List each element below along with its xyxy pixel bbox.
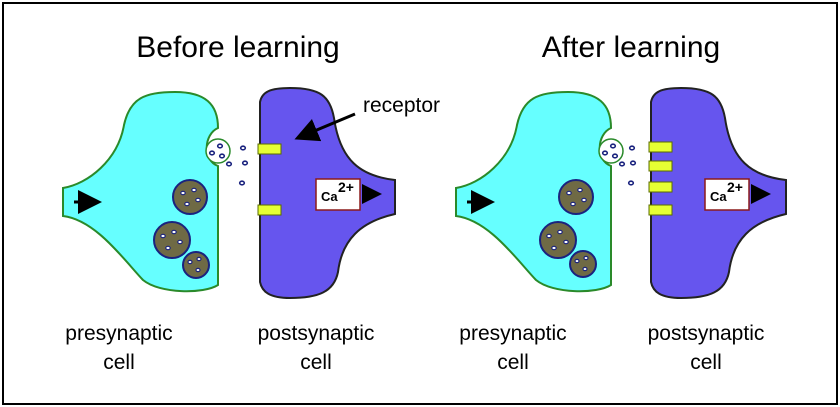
postsynaptic-label-line1: postsynaptic — [258, 322, 375, 345]
presynaptic-label-line2: cell — [103, 351, 135, 374]
panel-before-learning: Before learning — [62, 31, 440, 374]
calcium-charge: 2+ — [727, 179, 743, 195]
panel-title-after: After learning — [542, 31, 720, 64]
release-pocket — [598, 138, 624, 164]
presynaptic-label-line1: presynaptic — [65, 322, 172, 345]
calcium-charge: 2+ — [338, 179, 354, 195]
vesicle — [539, 221, 577, 259]
postsynaptic-label-line2: cell — [690, 351, 722, 374]
postsynaptic-label-line1: postsynaptic — [648, 322, 765, 345]
vesicle — [172, 179, 208, 215]
vesicle — [153, 221, 191, 259]
vesicle — [182, 251, 210, 279]
calcium-symbol: Ca — [321, 189, 338, 204]
receptor-label: receptor — [363, 94, 440, 117]
receptor — [648, 204, 673, 216]
neurotransmitters — [601, 143, 637, 186]
receptor — [257, 204, 282, 216]
receptor — [257, 143, 282, 155]
receptor — [648, 181, 673, 193]
neurotransmitters — [208, 143, 249, 186]
vesicle — [569, 250, 597, 278]
release-pocket — [205, 138, 231, 164]
receptor-callout-arrow — [294, 112, 356, 142]
calcium-box — [315, 178, 361, 211]
postsynaptic-label-line2: cell — [300, 351, 332, 374]
receptor — [648, 160, 673, 172]
presynaptic-label-line2: cell — [497, 351, 529, 374]
receptor — [648, 141, 673, 153]
presynaptic-label-line1: presynaptic — [459, 322, 566, 345]
vesicle — [558, 179, 594, 215]
panel-title-before: Before learning — [136, 31, 339, 64]
calcium-symbol: Ca — [710, 189, 727, 204]
panel-after-learning: After learning — [455, 31, 787, 374]
calcium-box — [704, 178, 750, 211]
